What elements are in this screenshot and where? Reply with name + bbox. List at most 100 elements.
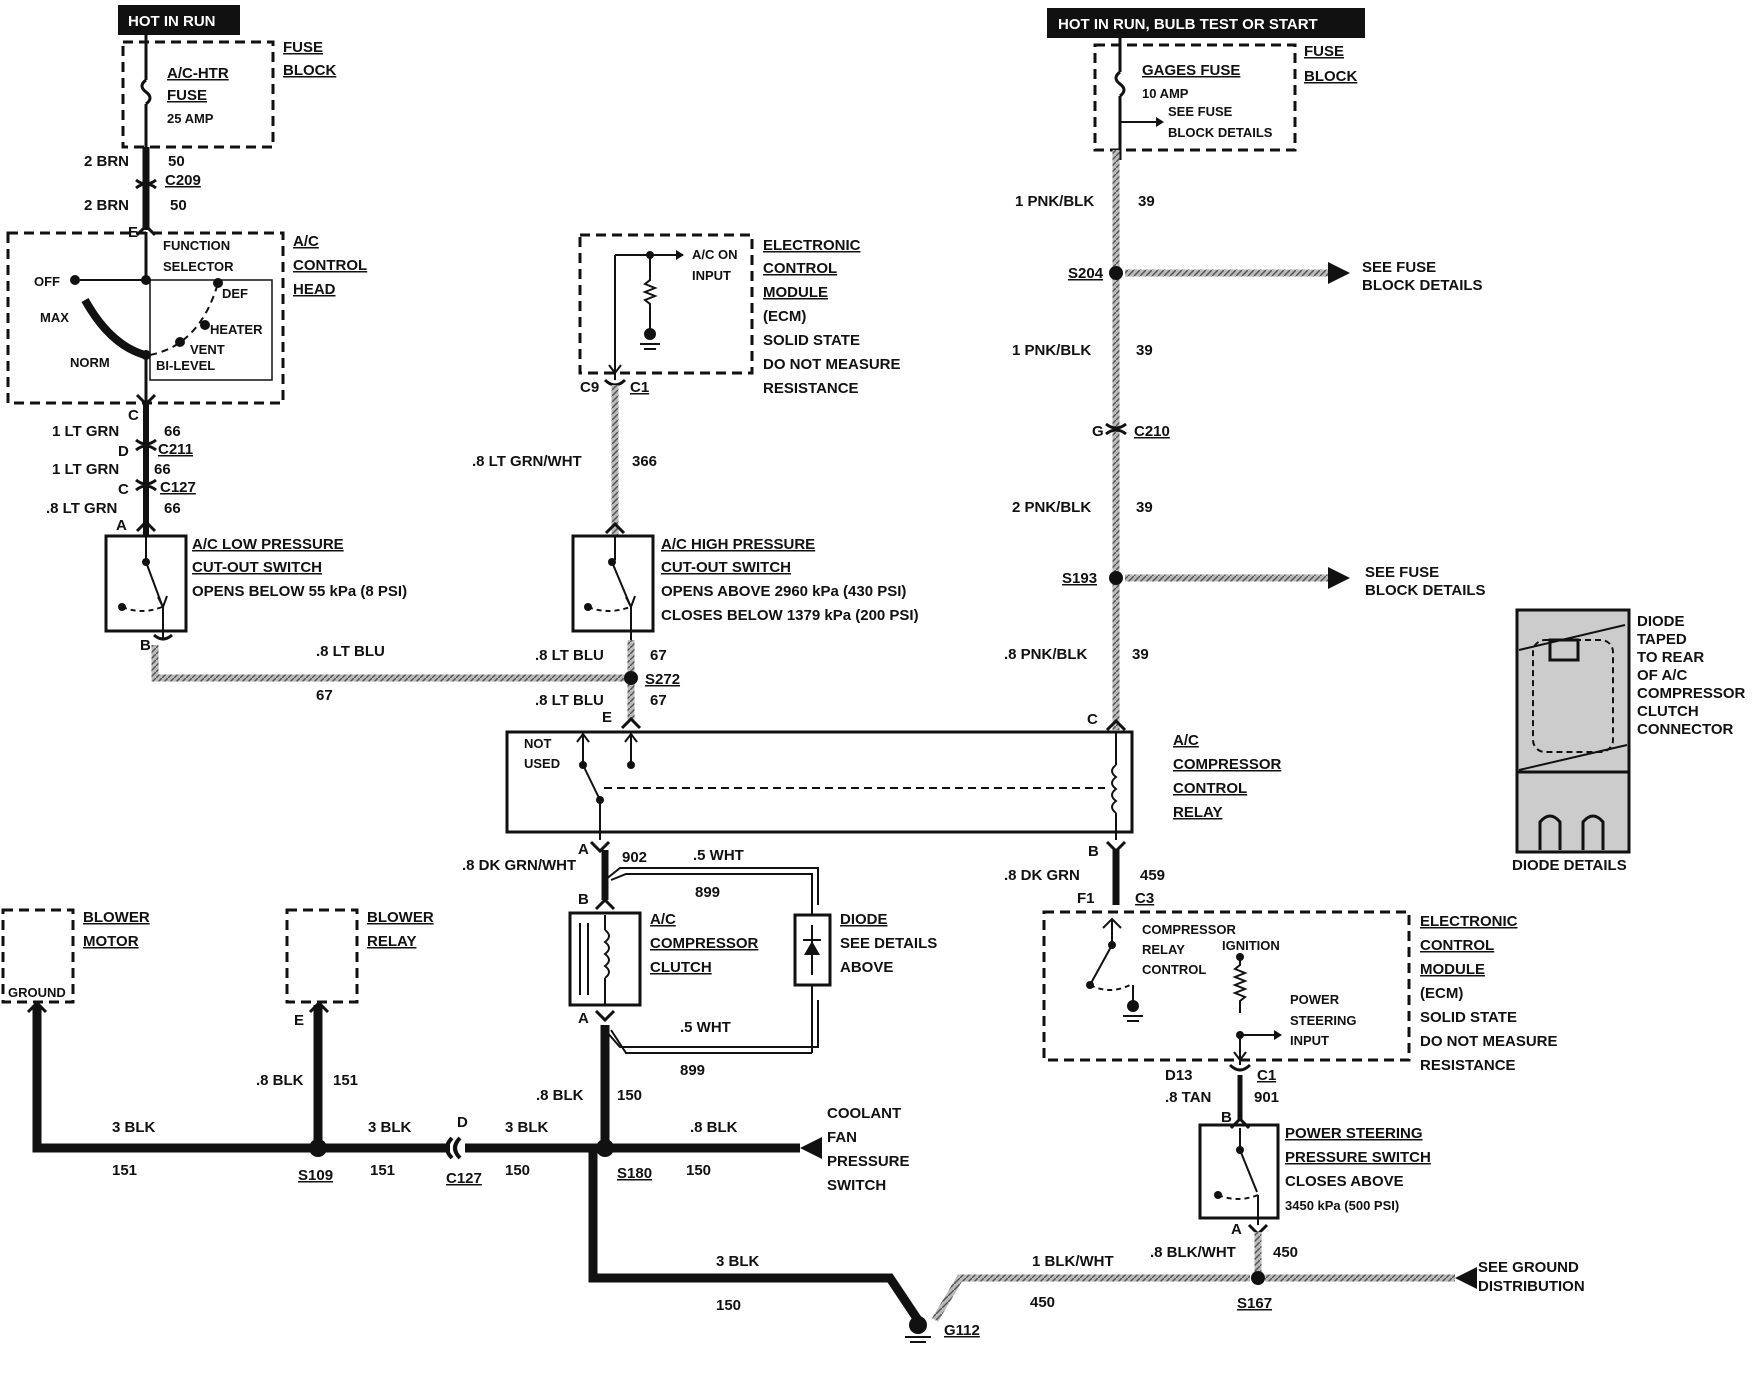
low-pressure-desc-label: OPENS BELOW 55 kPa (8 PSI)	[192, 583, 407, 600]
relay-not-2-label: USED	[524, 756, 560, 771]
wires-w-3blk-label: 3 BLK	[716, 1253, 760, 1270]
clutch-coil-icon	[603, 929, 610, 979]
fuse-block-right-title-1-label: FUSE	[1304, 43, 1344, 60]
fuse-block-right-title-2-label: BLOCK	[1304, 68, 1357, 85]
wires-w-8blk-label: .8 BLK	[536, 1087, 584, 1104]
low-pressure-title-1-label: A/C LOW PRESSURE	[192, 536, 344, 553]
wires-w-8blk-label: .8 BLK	[256, 1072, 304, 1089]
high-pressure-switch: A/C HIGH PRESSURE CUT-OUT SWITCH OPENS A…	[571, 534, 919, 640]
control-head-title-2-label: CONTROL	[293, 257, 367, 274]
wires-w-66-label: 66	[154, 461, 171, 478]
fuse-block-right-rating-label: 10 AMP	[1142, 86, 1189, 101]
fuse-block-left-title-2-label: BLOCK	[283, 62, 336, 79]
blower-relay: BLOWER RELAY E	[285, 908, 434, 1029]
wires-w-67-label: 67	[650, 647, 667, 664]
wires-w-450-label: 450	[1030, 1294, 1055, 1311]
coolant-l1-label: COOLANT	[827, 1105, 901, 1122]
ps-switch-desc-2-label: 3450 kPa (500 PSI)	[1285, 1198, 1399, 1213]
wires-w-3blk-label: 3 BLK	[112, 1119, 156, 1136]
wires-w-1ltgrn-label: 1 LT GRN	[52, 461, 119, 478]
ecm-bottom-conn-c3-label: C3	[1135, 890, 1154, 907]
ecm-bottom-pin-d13-label: D13	[1165, 1067, 1193, 1084]
wires-w-67-label: 67	[316, 687, 333, 704]
wires-w-3blk-label: 3 BLK	[368, 1119, 412, 1136]
connectors-c127-label: C127	[160, 479, 196, 496]
wires-w-8ltgrnwht-label: .8 LT GRN/WHT	[472, 453, 582, 470]
control-head-heater-label: HEATER	[210, 322, 263, 337]
splices-see-fuse-1-label: SEE FUSE	[1362, 259, 1436, 276]
hot-in-run-bulb-header: HOT IN RUN, BULB TEST OR START	[1047, 8, 1365, 38]
control-head-title-1-label: A/C	[293, 233, 319, 250]
wires-w-151-label: 151	[370, 1162, 395, 1179]
splices-see-ground-2-label: DISTRIBUTION	[1478, 1278, 1585, 1295]
wires-w-150-label: 150	[686, 1162, 711, 1179]
headers-hot-in-run-label: HOT IN RUN	[128, 13, 216, 30]
ps-switch-title-1-label: POWER STEERING	[1285, 1125, 1423, 1142]
wires-w-1ltgrn-label: 1 LT GRN	[52, 423, 119, 440]
blower-relay-title-2-label: RELAY	[367, 933, 416, 950]
clutch-title-2-label: COMPRESSOR	[650, 935, 759, 952]
ecm-top-input-1-label: A/C ON	[692, 247, 738, 262]
splice-s272: .8 LT BLU 67 S272 .8 LT BLU 67 E	[535, 640, 680, 730]
ac-control-head: E FUNCTION SELECTOR OFF MAX NORM DEF HEA…	[6, 223, 367, 407]
diode-note-2-label: ABOVE	[840, 959, 893, 976]
wires-w-8blkwht-label: .8 BLK/WHT	[1150, 1244, 1236, 1261]
wire-2brn: 2 BRN 50 C209 2 BRN 50	[84, 147, 201, 230]
low-pressure-switch: B A/C LOW PRESSURE CUT-OUT SWITCH OPENS …	[104, 534, 407, 654]
ecm-bottom-note-3-label: RESISTANCE	[1420, 1057, 1516, 1074]
relay-title-1-label: A/C	[1173, 732, 1199, 749]
ecm-bottom-ps-1-label: POWER	[1290, 992, 1340, 1007]
control-head-bilevel-label: BI-LEVEL	[156, 358, 215, 373]
wires-w-8ltblu-label: .8 LT BLU	[316, 643, 385, 660]
fuse-icon	[1114, 70, 1126, 98]
relay-pin-c-label: C	[1087, 711, 1098, 728]
wires-w-2brn-label: 2 BRN	[84, 197, 129, 214]
power-steering-pressure-switch: POWER STEERING PRESSURE SWITCH CLOSES AB…	[1198, 1123, 1431, 1238]
control-head-vent-label: VENT	[190, 342, 225, 357]
blower-motor-title-2-label: MOTOR	[83, 933, 139, 950]
ecm-bottom-comp-2-label: RELAY	[1142, 942, 1185, 957]
fuse-block-right-note-1-label: SEE FUSE	[1168, 104, 1233, 119]
wires-w-150-label: 150	[716, 1297, 741, 1314]
fuse-block-left-rating-label: 25 AMP	[167, 111, 214, 126]
connectors-c211-label: C211	[158, 441, 193, 458]
wires-w-39-label: 39	[1136, 342, 1153, 359]
wires-w-8ltblu-label: .8 LT BLU	[535, 647, 604, 664]
splices-see-ground-1-label: SEE GROUND	[1478, 1259, 1579, 1276]
fuse-icon	[140, 78, 152, 106]
wires-w-8dkgrn-label: .8 DK GRN	[1004, 867, 1080, 884]
splices-s109-label: S109	[298, 1167, 333, 1184]
wires-w-8ltgrn-label: .8 LT GRN	[46, 500, 117, 517]
wires-w-66-label: 66	[164, 423, 181, 440]
resistor-icon	[1232, 960, 1248, 1013]
blower-relay-pin-e-label: E	[294, 1012, 304, 1029]
resistor-icon	[642, 255, 658, 329]
wires-w-39-label: 39	[1136, 499, 1153, 516]
fuse-block-left-fuse-2-label: FUSE	[167, 87, 207, 104]
high-pressure-title-2-label: CUT-OUT SWITCH	[661, 559, 791, 576]
wires-w-1pnkblk-label: 1 PNK/BLK	[1015, 193, 1094, 210]
wires-w-8tan-label: .8 TAN	[1165, 1089, 1211, 1106]
connectors-c-label: C	[128, 407, 139, 424]
wires-w-1pnkblk-label: 1 PNK/BLK	[1012, 342, 1091, 359]
ecm-bottom-note-2-label: DO NOT MEASURE	[1420, 1033, 1558, 1050]
ground-bus: .8 BLK 151 3 BLK 151 S109 3 BLK 151 D C1…	[32, 1005, 980, 1343]
relay-pin-a-label: A	[578, 841, 589, 858]
ecm-top-note-2-label: DO NOT MEASURE	[763, 356, 901, 373]
connectors-g-label: G	[1092, 423, 1104, 440]
ecm-bottom-title-3-label: MODULE	[1420, 961, 1485, 978]
relay-pin-b-label: B	[1088, 843, 1099, 860]
fuse-block-right-note-2-label: BLOCK DETAILS	[1168, 125, 1273, 140]
connectors-c209-label: C209	[165, 172, 201, 189]
high-pressure-desc-1-label: OPENS ABOVE 2960 kPa (430 PSI)	[661, 583, 906, 600]
wires-w-902-label: 902	[622, 849, 647, 866]
high-pressure-desc-2-label: CLOSES BELOW 1379 kPa (200 PSI)	[661, 607, 919, 624]
splices-s204-label: S204	[1068, 265, 1104, 282]
diode-details: DIODE DETAILS DIODE TAPED TO REAR OF A/C…	[1512, 608, 1746, 874]
wires-w-2brn-label: 2 BRN	[84, 153, 129, 170]
ac-compressor-clutch: A/C COMPRESSOR CLUTCH A	[568, 911, 759, 1027]
ecm-bottom: COMPRESSOR RELAY CONTROL IGNITION POWER …	[1042, 910, 1558, 1084]
connectors-c210-label: C210	[1134, 423, 1170, 440]
connectors-d-label: D	[457, 1114, 468, 1131]
